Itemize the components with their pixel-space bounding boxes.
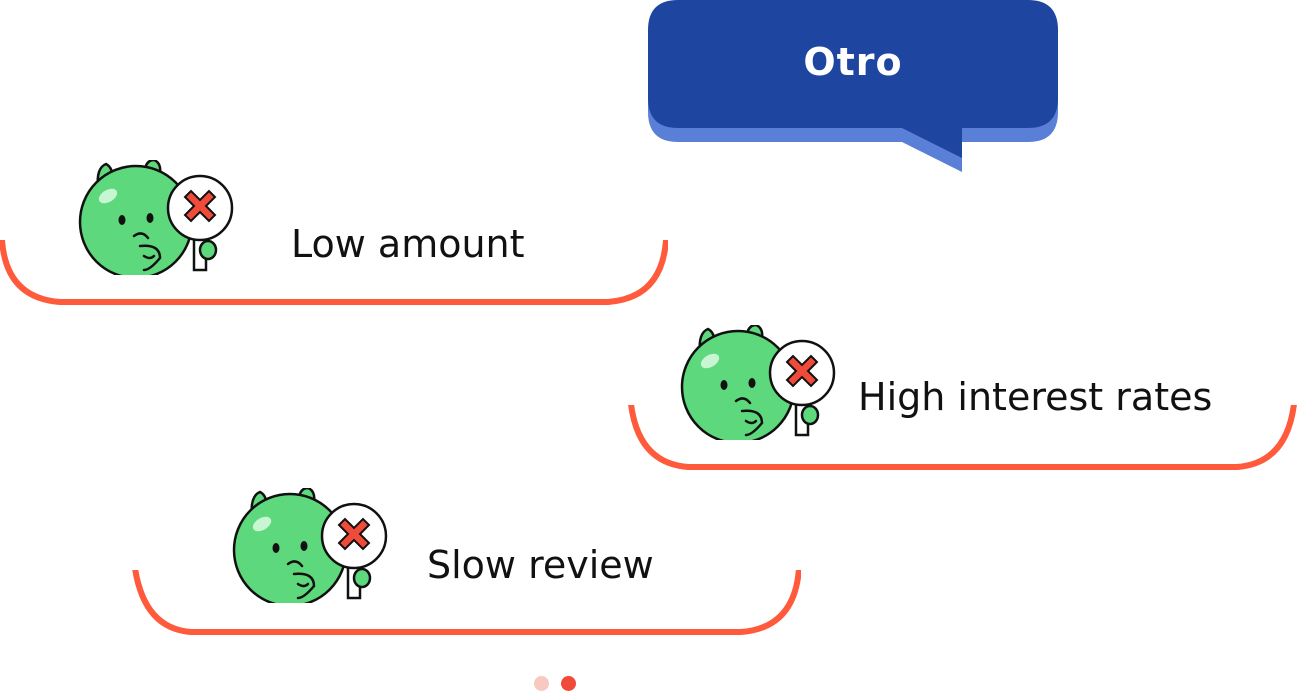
reason-label: Low amount: [291, 222, 525, 266]
pagination-dot-2[interactable]: [561, 676, 576, 691]
reason-label: High interest rates: [858, 375, 1213, 419]
pagination-dots: [534, 676, 576, 691]
reason-card-high-interest-rates[interactable]: High interest rates: [628, 375, 1297, 477]
pagination-dot-1[interactable]: [534, 676, 549, 691]
bubble-title: Otro: [803, 40, 903, 84]
thinking-mascot-icon: [680, 325, 836, 440]
thinking-mascot-icon: [232, 488, 388, 603]
reason-card-slow-review[interactable]: Slow review: [131, 543, 801, 642]
thinking-mascot-icon: [78, 160, 234, 275]
card-border: [132, 570, 801, 635]
speech-bubble-shape: [648, 0, 1058, 172]
reason-label: Slow review: [427, 543, 654, 587]
speech-bubble: Otro: [648, 0, 1058, 175]
card-border: [628, 405, 1297, 470]
card-border: [0, 240, 668, 305]
reason-card-low-amount[interactable]: Low amount: [0, 222, 668, 312]
